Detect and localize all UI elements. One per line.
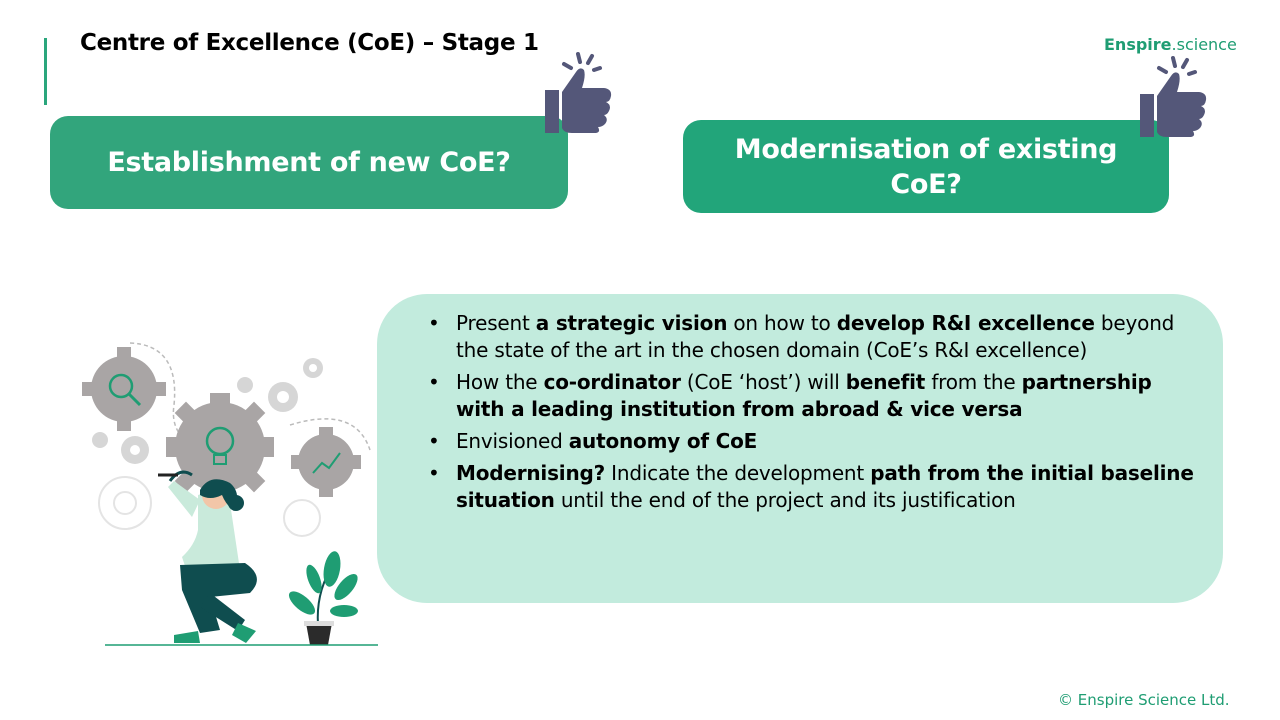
logo-rest: .science bbox=[1171, 35, 1237, 54]
bold-text: a strategic vision bbox=[535, 311, 728, 335]
text: from the bbox=[925, 370, 1022, 394]
text: beyond the state of the art in the chose… bbox=[456, 311, 1175, 362]
thumbs-up-icon bbox=[1140, 56, 1207, 137]
copyright-footer: © Enspire Science Ltd. bbox=[1058, 691, 1230, 709]
bold-text: Modernising? bbox=[456, 461, 605, 485]
criteria-item: Envisioned autonomy of CoE bbox=[428, 428, 1198, 455]
brand-logo: Enspire.science bbox=[1104, 35, 1237, 54]
text: Indicate the development bbox=[605, 461, 871, 485]
logo-bold: Enspire bbox=[1104, 35, 1172, 54]
option-modernisation-line1: Modernisation of existing bbox=[734, 133, 1118, 165]
text: until the end of the project and its jus… bbox=[554, 488, 1016, 512]
thumbs-up-icon bbox=[545, 52, 612, 133]
criteria-item: Present a strategic vision on how to dev… bbox=[428, 310, 1198, 364]
gears-illustration bbox=[82, 342, 378, 646]
bold-text: co-ordinator bbox=[543, 370, 681, 394]
option-new-coe: Establishment of new CoE? bbox=[50, 116, 568, 209]
criteria-item: Modernising? Indicate the development pa… bbox=[428, 460, 1198, 514]
bold-text: autonomy of CoE bbox=[568, 429, 758, 453]
criteria-item: How the co-ordinator (CoE ‘host’) will b… bbox=[428, 369, 1198, 423]
option-modernisation-line2: CoE? bbox=[890, 168, 962, 200]
text: Present bbox=[456, 311, 536, 335]
text: on how to bbox=[727, 311, 837, 335]
plant-illustration bbox=[288, 551, 358, 645]
text: (CoE ‘host’) will bbox=[680, 370, 846, 394]
text: How the bbox=[456, 370, 544, 394]
title-accent-bar bbox=[44, 38, 47, 105]
criteria-list: Present a strategic vision on how to dev… bbox=[428, 310, 1198, 519]
text: Envisioned bbox=[456, 429, 569, 453]
slide-title: Centre of Excellence (CoE) – Stage 1 bbox=[80, 30, 539, 56]
bold-text: path from the initial baseline situation bbox=[456, 461, 1194, 512]
option-new-coe-label: Establishment of new CoE? bbox=[107, 147, 511, 178]
bold-text: partnership with a leading institution f… bbox=[456, 370, 1152, 421]
bold-text: benefit bbox=[845, 370, 926, 394]
bold-text: develop R&I excellence bbox=[836, 311, 1095, 335]
